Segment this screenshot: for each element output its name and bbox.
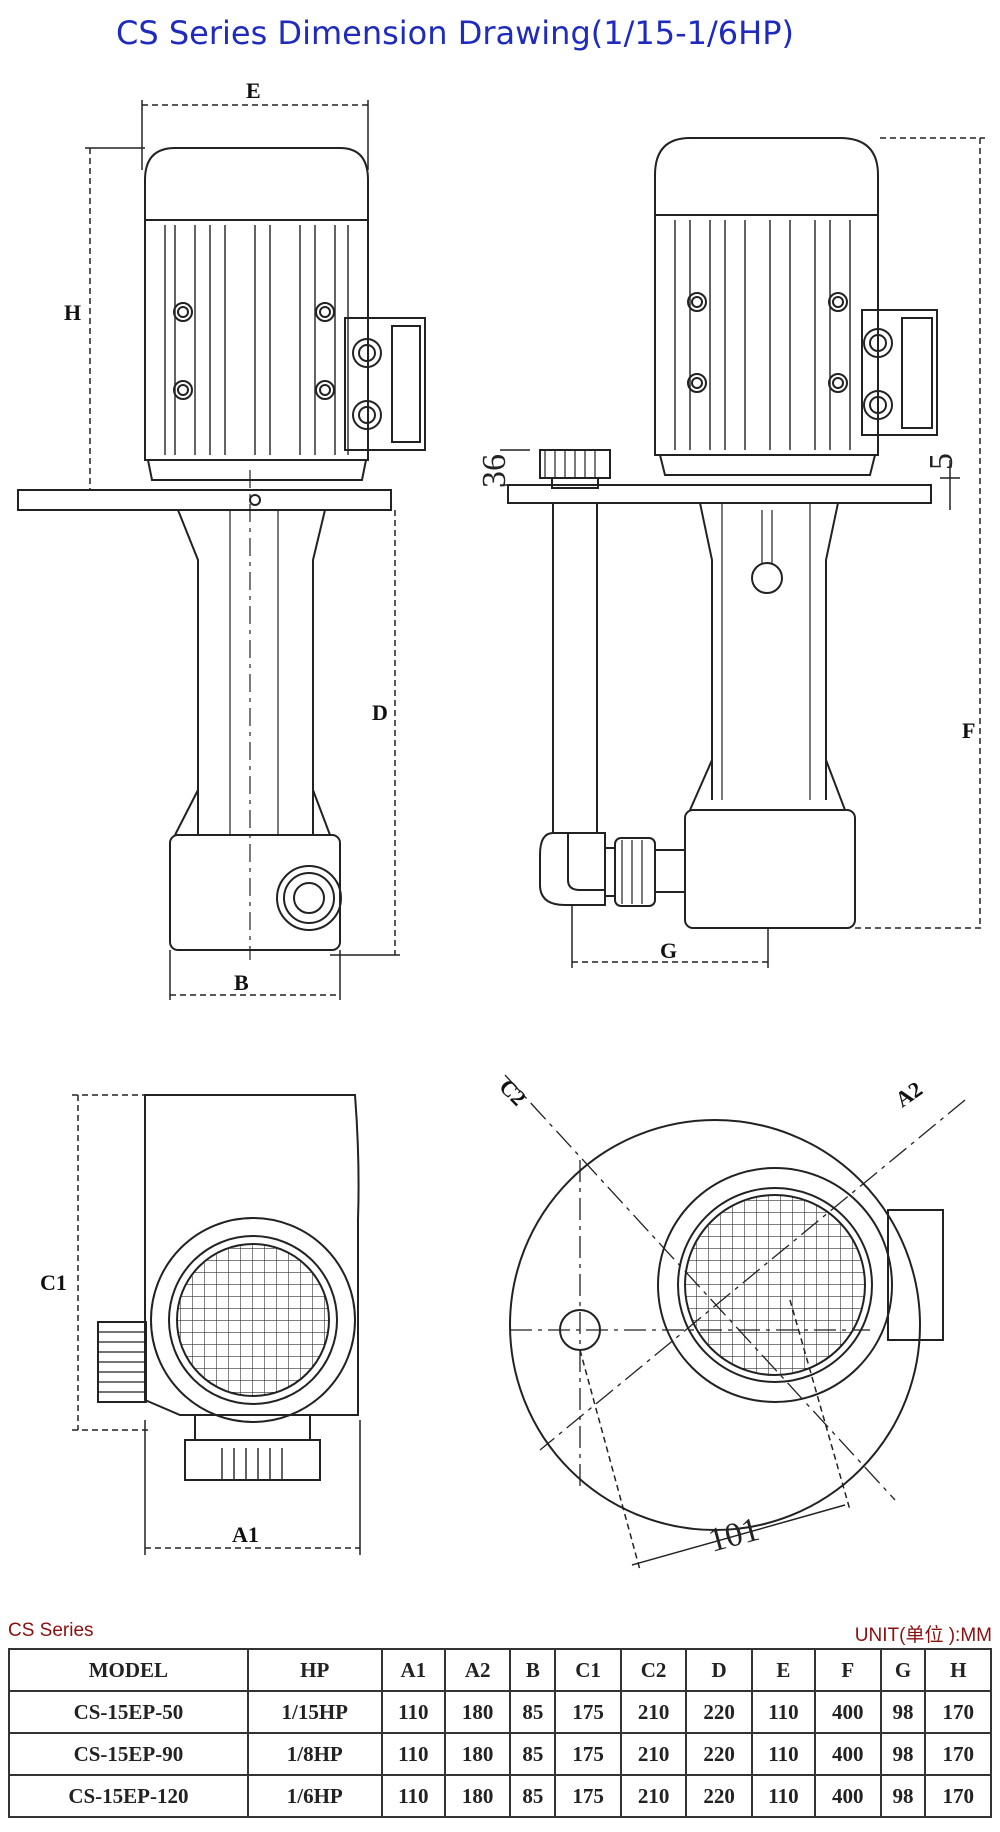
series-label: CS Series	[8, 1620, 94, 1641]
junction-box	[861, 309, 938, 436]
label-A1: A1	[232, 1522, 259, 1547]
table-cell: 1/6HP	[246, 1774, 383, 1818]
label-5: 5	[923, 453, 960, 470]
table-cell: 175	[554, 1732, 622, 1776]
motor-fins	[164, 225, 349, 455]
label-C2: C2	[494, 1074, 531, 1111]
motor-body	[654, 214, 879, 456]
intake-mesh	[176, 1243, 330, 1397]
table-cell: 220	[685, 1774, 753, 1818]
front-view	[17, 100, 426, 1000]
bottom-view	[72, 1094, 361, 1555]
label-E: E	[246, 78, 261, 103]
table-cell: CS-15EP-50	[8, 1690, 249, 1734]
elbow	[539, 832, 606, 906]
pump-body-outline	[144, 1094, 360, 1416]
mounting-plate	[507, 484, 932, 504]
header-e: E	[750, 1648, 817, 1692]
label-36: 36	[476, 454, 513, 488]
table-cell: 180	[443, 1774, 512, 1818]
header-a2: A2	[443, 1648, 512, 1692]
page-title: CS Series Dimension Drawing(1/15-1/6HP)	[116, 14, 794, 52]
label-F: F	[962, 718, 975, 743]
table-cell: 210	[619, 1774, 688, 1818]
label-G: G	[660, 938, 677, 963]
union-fitting	[614, 837, 656, 907]
table-cell: 170	[924, 1690, 992, 1734]
table-cell: 85	[509, 1690, 557, 1734]
table-cell: 110	[380, 1732, 446, 1776]
spec-table: MODEL HP A1 A2 B C1 C2 D E F G H CS-15EP…	[8, 1648, 992, 1818]
table-cell: 1/15HP	[246, 1690, 383, 1734]
header-h: H	[924, 1648, 992, 1692]
mounting-plate-circle	[509, 1119, 921, 1531]
label-H: H	[64, 300, 81, 325]
top-view	[504, 1074, 966, 1571]
table-cell: 170	[924, 1732, 992, 1776]
table-row: CS-15EP-50 1/15HP 110 180 85 175 210 220…	[8, 1690, 992, 1734]
dimension-drawing: E H D B	[17, 78, 985, 1571]
table-cell: CS-15EP-90	[8, 1732, 249, 1776]
header-a1: A1	[380, 1648, 446, 1692]
motor-cap	[654, 137, 879, 216]
intake-ring	[657, 1167, 893, 1403]
table-cell: 98	[879, 1774, 927, 1818]
header-d: D	[685, 1648, 753, 1692]
table-cell: 210	[619, 1690, 688, 1734]
mounting-plate	[17, 489, 392, 511]
header-b: B	[509, 1648, 557, 1692]
table-cell: 1/8HP	[246, 1732, 383, 1776]
pump-housing	[169, 834, 341, 951]
table-cell: 210	[619, 1732, 688, 1776]
pump-housing	[684, 809, 856, 929]
unit-label: UNIT(单位 ):MM	[854, 1625, 992, 1646]
table-row: CS-15EP-120 1/6HP 110 180 85 175 210 220…	[8, 1774, 992, 1818]
table-cell: 400	[814, 1774, 882, 1818]
discharge-pipe	[552, 502, 598, 834]
label-A2: A2	[891, 1076, 927, 1112]
header-model: MODEL	[8, 1648, 249, 1692]
motor-cap	[144, 147, 369, 221]
table-cell: 98	[879, 1690, 927, 1734]
intake-ring	[150, 1217, 356, 1423]
table-cell: 400	[814, 1732, 882, 1776]
table-cell: 220	[685, 1690, 753, 1734]
table-cell: 85	[509, 1732, 557, 1776]
bottom-connector	[184, 1439, 321, 1481]
table-cell: CS-15EP-120	[8, 1774, 249, 1818]
table-cell: 175	[554, 1690, 622, 1734]
header-c2: C2	[619, 1648, 688, 1692]
label-101: 101	[704, 1511, 763, 1560]
outlet-fitting	[276, 865, 342, 931]
table-cell: 98	[879, 1732, 927, 1776]
header-c1: C1	[554, 1648, 622, 1692]
table-cell: 110	[750, 1690, 817, 1734]
header-g: G	[879, 1648, 927, 1692]
pump-column	[177, 509, 326, 835]
header-f: F	[814, 1648, 882, 1692]
junction-box	[344, 317, 426, 451]
side-view	[500, 137, 985, 968]
table-cell: 220	[685, 1732, 753, 1776]
label-D: D	[372, 700, 388, 725]
table-cell: 110	[380, 1774, 446, 1818]
table-cell: 85	[509, 1774, 557, 1818]
table-cell: 110	[750, 1732, 817, 1776]
header-hp: HP	[246, 1648, 383, 1692]
table-cell: 110	[750, 1774, 817, 1818]
table-cell: 110	[380, 1690, 446, 1734]
table-header-row: MODEL HP A1 A2 B C1 C2 D E F G H	[8, 1648, 992, 1692]
label-B: B	[234, 970, 249, 995]
table-cell: 170	[924, 1774, 992, 1818]
table-row: CS-15EP-90 1/8HP 110 180 85 175 210 220 …	[8, 1732, 992, 1776]
table-cell: 180	[443, 1732, 512, 1776]
table-cell: 400	[814, 1690, 882, 1734]
intake-mesh	[684, 1194, 866, 1376]
label-C1: C1	[40, 1270, 67, 1295]
junction-box	[887, 1209, 944, 1341]
table-cell: 180	[443, 1690, 512, 1734]
table-cell: 175	[554, 1774, 622, 1818]
